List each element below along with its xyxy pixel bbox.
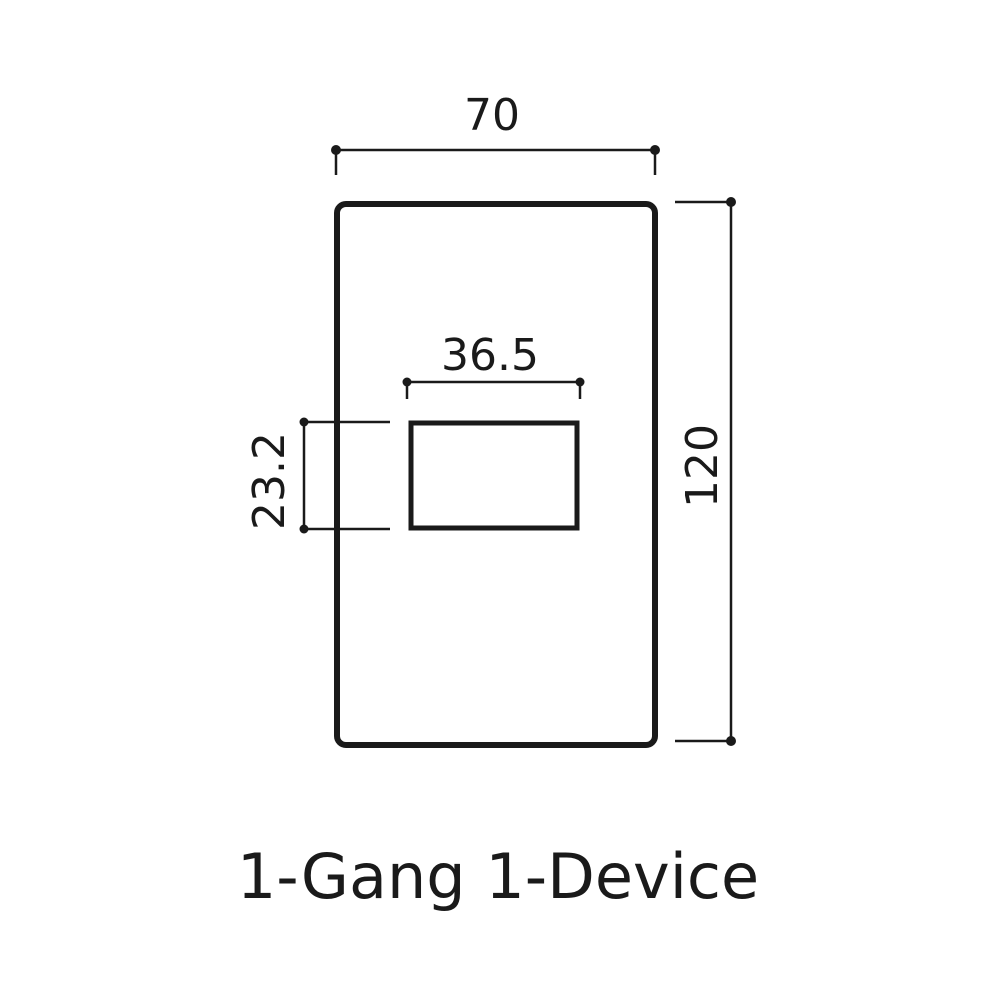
opening-height-dimension: 23.2 xyxy=(244,417,390,534)
opening-height-label: 23.2 xyxy=(244,432,295,530)
plate-width-dimension: 70 xyxy=(331,90,660,175)
plate-height-label: 120 xyxy=(677,424,728,508)
opening-width-dimension: 36.5 xyxy=(402,330,585,399)
diagram-title: 1-Gang 1-Device xyxy=(237,840,759,913)
plate-height-dimension: 120 xyxy=(675,197,736,746)
plate-outline xyxy=(334,201,658,748)
plate-width-label: 70 xyxy=(464,90,520,141)
device-opening xyxy=(408,420,580,531)
opening-width-label: 36.5 xyxy=(441,330,539,381)
